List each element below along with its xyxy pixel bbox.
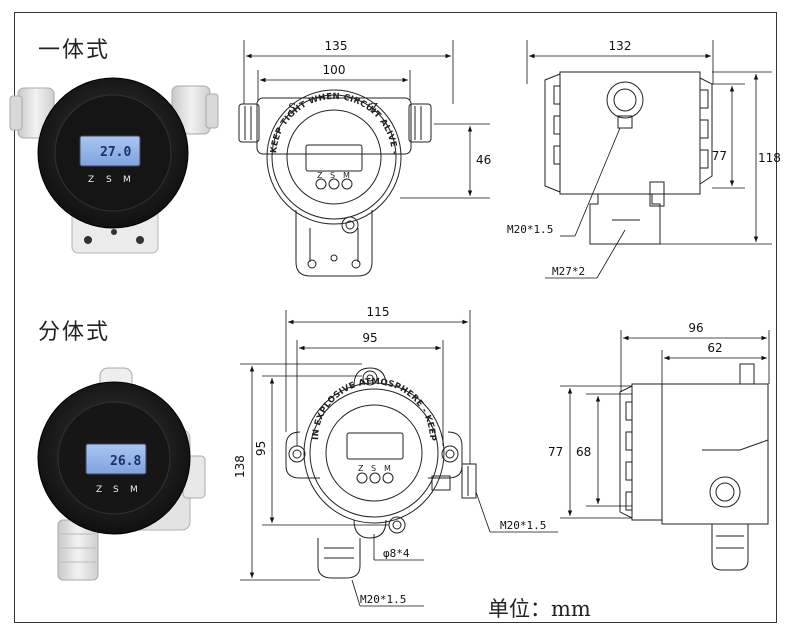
sheet-frame — [14, 12, 777, 623]
photo-split-lcd-reading: 26.8 — [110, 454, 141, 469]
side-split-dim-height-inner: 68 — [576, 445, 591, 459]
photo-split-button-m: M — [130, 485, 138, 495]
front-integrated-button-s: S — [330, 171, 335, 180]
side-integrated-dim-height-outer: 118 — [758, 151, 781, 165]
side-split-dimensions — [560, 330, 770, 519]
side-integrated-dimensions — [526, 40, 772, 279]
front-view-split — [285, 367, 477, 579]
photo-integrated-button-m: M — [123, 175, 131, 185]
front-split-dim-height-outer: 138 — [233, 455, 247, 478]
side-view-split — [619, 363, 769, 571]
side-integrated-thread-m27: M27*2 — [552, 265, 585, 278]
front-split-dim-width-inner: 95 — [362, 331, 377, 345]
side-split-dim-width-outer: 96 — [688, 321, 703, 335]
photo-integrated-button-z: Z — [88, 175, 94, 185]
photo-integrated-button-s: S — [106, 175, 112, 185]
side-split-dim-width-inner: 62 — [707, 341, 722, 355]
front-split-dimensions — [240, 310, 558, 607]
photo-integrated-lcd-reading: 27.0 — [100, 145, 131, 160]
front-split-button-s: S — [371, 464, 376, 473]
section-title-integrated: 一体式 — [38, 38, 111, 63]
side-integrated-dim-width: 132 — [609, 39, 632, 53]
side-view-integrated — [544, 71, 713, 245]
front-integrated-side-label-s: S — [288, 101, 296, 115]
side-split-dim-height-outer: 77 — [548, 445, 563, 459]
front-split-dim-width-outer: 115 — [367, 305, 390, 319]
front-integrated-dim-height: 46 — [476, 153, 491, 167]
side-integrated-dim-height-inner: 77 — [712, 149, 727, 163]
front-integrated-side-label-z: Z — [370, 101, 378, 115]
front-split-thread-bottom: M20*1.5 — [360, 593, 406, 606]
front-split-button-m: M — [384, 464, 391, 473]
unit-label: 单位：mm — [488, 597, 591, 621]
front-split-button-z: Z — [358, 464, 364, 473]
front-split-dim-height-inner: 95 — [254, 441, 268, 456]
section-title-split: 分体式 — [38, 320, 111, 345]
front-split-thread-right: M20*1.5 — [500, 519, 546, 532]
photo-split-button-s: S — [113, 485, 119, 495]
front-view-integrated — [238, 89, 432, 277]
front-split-hole-label: φ8*4 — [383, 547, 410, 560]
front-integrated-dim-width-outer: 135 — [325, 39, 348, 53]
front-integrated-dim-width-inner: 100 — [323, 63, 346, 77]
front-integrated-button-z: Z — [317, 171, 323, 180]
side-integrated-thread-m20: M20*1.5 — [507, 223, 553, 236]
photo-split: 26.8 Z S M — [37, 367, 206, 581]
front-integrated-button-m: M — [343, 171, 350, 180]
photo-split-button-z: Z — [96, 485, 102, 495]
photo-integrated: 27.0 Z S M — [9, 77, 219, 254]
front-integrated-dimensions — [243, 40, 490, 199]
